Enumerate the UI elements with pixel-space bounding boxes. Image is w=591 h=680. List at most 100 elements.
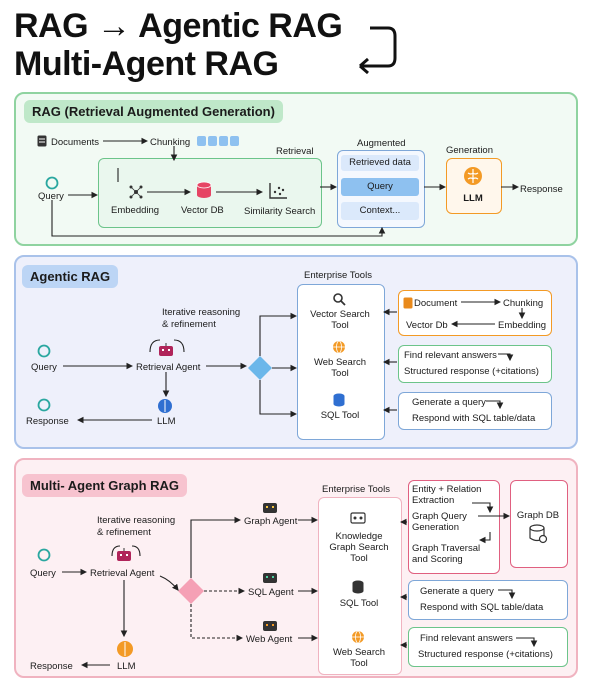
agentic-sql-tool-label: SQL Tool [320, 410, 360, 421]
documents-label: Documents [51, 137, 100, 148]
multi-tag: Multi- Agent Graph RAG [22, 474, 188, 497]
chunking-label: Chunking [150, 137, 191, 148]
multi-enterprise-tools: Enterprise Tools [322, 484, 390, 495]
multi-find-answers: Find relevant answers [420, 633, 513, 644]
multi-query-icon [37, 548, 51, 562]
generation-label: Generation [446, 145, 494, 156]
multi-generate-query: Generate a query [420, 586, 494, 597]
multi-structured-response: Structured response (+citations) [418, 649, 553, 660]
agentic-embedding-label: Embedding [498, 320, 547, 331]
graph-traversal-label-2: and Scoring [412, 554, 463, 565]
rag-query-label: Query [38, 191, 64, 202]
multi-web-globe-icon [351, 630, 365, 644]
kg-tool-label-2: Graph Search [329, 542, 389, 553]
web-search-globe-icon [332, 340, 346, 354]
web-search-tool-label-1: Web Search [313, 357, 367, 368]
web-search-tool-label-2: Tool [331, 368, 349, 379]
agentic-respond-sql: Respond with SQL table/data [412, 413, 536, 424]
multi-web-tool-label-2: Tool [350, 658, 368, 669]
agentic-enterprise-tools: Enterprise Tools [304, 270, 372, 281]
context-cell: Context... [341, 202, 419, 220]
agentic-web-box [398, 345, 552, 383]
agentic-retrieval-agent: Retrieval Agent [136, 362, 201, 373]
agentic-tag: Agentic RAG [22, 265, 119, 288]
vector-search-tool-label-1: Vector Search [310, 309, 370, 320]
similarity-chart-icon [268, 182, 288, 200]
rag-response-label: Response [520, 184, 563, 195]
multi-query-label: Query [30, 568, 56, 579]
rag-llm-label: LLM [463, 193, 483, 204]
multi-sql-tool-label: SQL Tool [339, 598, 379, 609]
embedding-icon [128, 184, 144, 200]
agentic-refinement: & refinement [162, 319, 216, 330]
graph-pipeline-box [408, 480, 500, 574]
multi-web-box [408, 627, 568, 667]
agentic-query-label: Query [31, 362, 57, 373]
rag-vector-db-label: Vector DB [181, 205, 224, 216]
multi-web-tool-label-1: Web Search [332, 647, 386, 658]
multi-respond-sql: Respond with SQL table/data [420, 602, 544, 613]
multi-response-label: Response [30, 661, 73, 672]
agentic-structured-response: Structured response (+citations) [404, 366, 539, 377]
retrieved-data-cell: Retrieved data [341, 155, 419, 171]
vector-search-icon [332, 292, 346, 306]
similarity-search-label: Similarity Search [244, 206, 316, 217]
kg-tool-icon [350, 512, 366, 524]
agentic-iterative: Iterative reasoning [162, 307, 241, 318]
multi-llm-label: LLM [117, 661, 136, 672]
entity-label-1: Entity + Relation [412, 484, 482, 495]
llm-brain-icon [463, 166, 483, 186]
augmented-label: Augmented [357, 138, 406, 149]
multi-router-diamond [178, 578, 204, 604]
agentic-generate-query: Generate a query [412, 397, 486, 408]
kg-tool-label-3: Tool [350, 553, 368, 564]
chunks-icon [196, 135, 242, 147]
agentic-query-icon [37, 344, 51, 358]
kg-tool-label-1: Knowledge [335, 531, 383, 542]
agentic-doc-icon [403, 297, 413, 309]
agentic-sql-box [398, 392, 552, 430]
embedding-label: Embedding [111, 205, 160, 216]
document-icon [36, 134, 48, 148]
vector-db-icon [196, 181, 212, 199]
multi-retrieval-agent: Retrieval Agent [90, 568, 155, 579]
agentic-llm-icon [157, 398, 173, 414]
agentic-document-label: Document [414, 298, 458, 309]
graph-db-icon [528, 524, 548, 544]
graph-query-label-2: Generation [412, 522, 460, 533]
graph-db-box [510, 480, 568, 568]
rag-tag: RAG (Retrieval Augmented Generation) [24, 100, 283, 123]
multi-sql-tool-icon [352, 580, 364, 594]
web-agent-label: Web Agent [246, 634, 293, 645]
multi-llm-icon [116, 640, 134, 658]
aug-query-cell: Query [341, 178, 419, 196]
agentic-router-diamond [248, 356, 272, 380]
agentic-vectordb-label: Vector Db [406, 320, 448, 331]
graph-agent-label: Graph Agent [244, 516, 298, 527]
agentic-tools-box [297, 284, 385, 440]
agentic-doc-box [398, 290, 552, 336]
title-line-2: Multi-Agent RAG [14, 45, 279, 83]
graph-agent-icon [262, 500, 278, 514]
graph-db-label: Graph DB [516, 510, 560, 521]
multi-iterative: Iterative reasoning [97, 515, 176, 526]
agentic-chunking-label: Chunking [503, 298, 544, 309]
agentic-response-icon [37, 398, 51, 412]
sql-agent-label: SQL Agent [248, 587, 294, 598]
agentic-llm-label: LLM [157, 416, 176, 427]
graph-traversal-label-1: Graph Traversal [412, 543, 481, 554]
agentic-response-label: Response [26, 416, 69, 427]
query-chat-icon [45, 176, 59, 190]
retrieval-label: Retrieval [276, 146, 314, 157]
entity-label-2: Extraction [412, 495, 455, 506]
web-agent-icon [262, 618, 278, 632]
multi-agent-icon [116, 548, 132, 562]
graph-query-label-1: Graph Query [412, 511, 467, 522]
multi-refinement: & refinement [97, 527, 151, 538]
vector-search-tool-label-2: Tool [331, 320, 349, 331]
title-line-1: RAG → Agentic RAG [14, 7, 343, 45]
